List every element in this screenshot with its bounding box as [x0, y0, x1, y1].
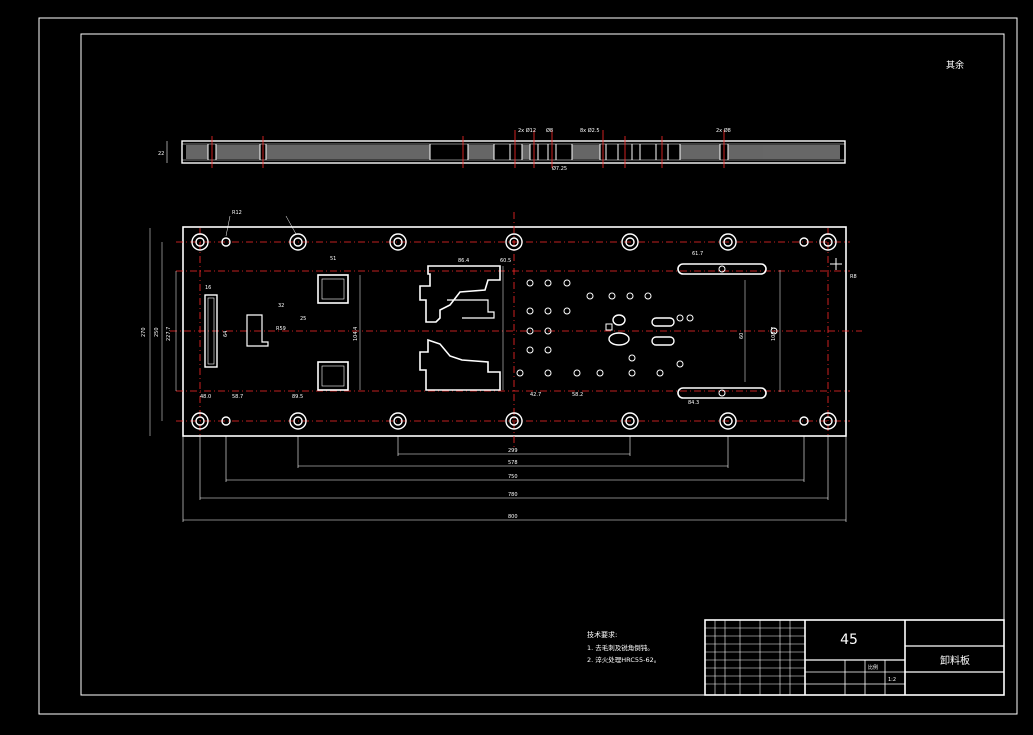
- left-slot: [204, 294, 218, 368]
- overall-dimensions: [182, 436, 847, 522]
- long-slot-top: [677, 263, 767, 275]
- dim-299: 299: [508, 448, 518, 454]
- dim-32: 32: [278, 303, 284, 309]
- title-part-name: 卸料板: [940, 654, 970, 667]
- section-hatching: [186, 145, 840, 159]
- title-scale-label: 比例: [868, 664, 878, 671]
- svg-text:Ø8: Ø8: [546, 127, 553, 134]
- inner-border: [80, 33, 1005, 696]
- tech-req-item-1: 1. 去毛刺及锐角倒钝。: [587, 643, 654, 652]
- dim-86: 86.4: [458, 258, 469, 264]
- title-block: [704, 619, 1005, 696]
- dim-25: 25: [300, 316, 306, 322]
- dim-270: 270: [141, 327, 147, 337]
- dim-250: 250: [154, 327, 160, 337]
- svg-text:Ø7.25: Ø7.25: [552, 165, 567, 172]
- dim-r8: R8: [850, 274, 857, 280]
- dim-227: 227.7: [166, 327, 172, 341]
- title-material: 45: [840, 632, 858, 648]
- long-slot-bottom: [677, 387, 767, 399]
- dim-61: 61.7: [692, 251, 703, 257]
- dim-89-5: 89.5: [292, 394, 303, 400]
- tech-req-heading: 技术要求:: [587, 630, 617, 639]
- bolt-holes: [191, 233, 837, 430]
- dim-r59: R59: [276, 326, 286, 332]
- pierce-holes: [516, 279, 694, 377]
- dim-578: 578: [508, 460, 518, 466]
- dim-750: 750: [508, 474, 518, 480]
- dim-780: 780: [508, 492, 518, 498]
- dim-103: 103.7: [771, 327, 777, 341]
- svg-text:8x Ø2.5: 8x Ø2.5: [580, 127, 600, 134]
- dim-800: 800: [508, 514, 518, 520]
- section-view: 22 2x Ø12 Ø8 8x Ø2.5 2x Ø8 Ø7.25: [158, 127, 846, 172]
- svg-text:2x Ø12: 2x Ø12: [518, 127, 536, 134]
- corner-note: 其余: [946, 59, 964, 71]
- plan-view: 270 250 227.7 104.4 103.7 60 16 64 58.7 …: [141, 210, 862, 448]
- dim-48: 48.0: [200, 394, 211, 400]
- square-pocket-top: [317, 274, 349, 304]
- technical-requirements: 技术要求: 1. 去毛刺及锐角倒钝。 2. 淬火处理HRC55-62。: [587, 630, 660, 664]
- dim-58-7: 58.7: [232, 394, 243, 400]
- profile-cutout: [419, 265, 501, 323]
- title-scale: 1:2: [888, 677, 896, 683]
- dim-42: 42.7: [530, 392, 541, 398]
- dim-r12: R12: [232, 210, 242, 216]
- dim-58-2: 58.2: [572, 392, 583, 398]
- dim-84: 84.3: [688, 400, 699, 406]
- dim-64: 64: [223, 331, 229, 337]
- dim-104: 104.4: [353, 327, 359, 341]
- tech-req-item-2: 2. 淬火处理HRC55-62。: [587, 655, 660, 664]
- outer-border: [38, 17, 1018, 715]
- dim-16: 16: [205, 285, 211, 291]
- dim-60-5: 60.5: [500, 258, 511, 264]
- square-pocket-bottom: [317, 361, 349, 391]
- dim-thickness: 22: [158, 151, 164, 157]
- dim-60: 60: [739, 333, 745, 339]
- dim-51: 51: [330, 256, 336, 262]
- svg-text:2x Ø8: 2x Ø8: [716, 127, 731, 134]
- plate-outline: [182, 226, 847, 437]
